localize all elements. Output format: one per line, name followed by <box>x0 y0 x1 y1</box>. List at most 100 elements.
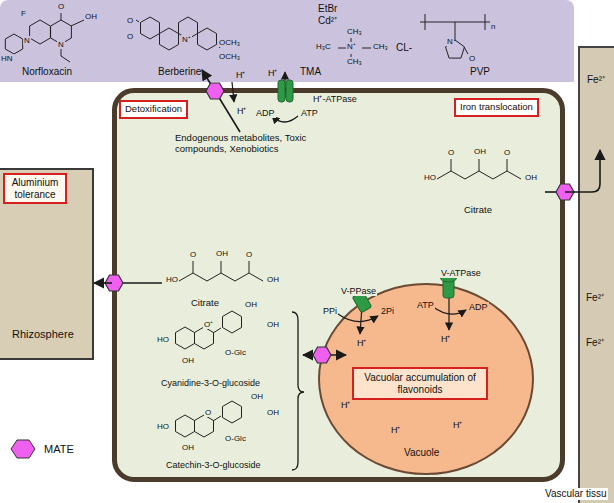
annotation-label: OH <box>84 12 98 21</box>
mate-transporters <box>206 83 224 99</box>
annotation-label: O <box>447 148 455 157</box>
molecule-structures <box>71 20 84 26</box>
annotation-label: Cyanidine-3-O-glucoside <box>160 378 261 388</box>
molecule-structures <box>425 14 426 30</box>
transport-arrows <box>292 312 304 470</box>
molecule-structures <box>223 401 242 423</box>
molecule-structures <box>5 34 22 54</box>
legend-swatch <box>8 438 38 460</box>
molecule-structures <box>221 261 222 273</box>
transport-arrows <box>202 70 240 132</box>
molecule-structures <box>61 56 70 62</box>
molecule-structures <box>179 273 263 281</box>
annotation-label: H₃C <box>315 42 332 51</box>
annotation-label: H⁺ <box>390 425 402 435</box>
annotation-label: HO <box>156 422 170 431</box>
annotation-label: F <box>20 9 27 18</box>
legend-row: MATE <box>8 438 74 460</box>
transport-arrows <box>113 70 565 470</box>
annotation-label: OCH₃ <box>218 52 241 61</box>
transport-arrow <box>565 150 600 192</box>
molecule-structures <box>160 28 179 50</box>
annotation-label: H⁺ <box>236 106 248 116</box>
annotation-label: O <box>189 250 197 259</box>
annotation-label: O <box>57 2 65 11</box>
transport-arrows <box>448 298 449 330</box>
annotation-label: Citrate <box>190 298 220 309</box>
annotation-label: CH₃ <box>346 27 363 36</box>
annotation-label: ADP <box>255 108 276 118</box>
annotation-label: Citrate <box>463 205 493 216</box>
vacuole: VacuoleVacuolar accumulation of flavonoi… <box>318 283 534 475</box>
function-box: Detoxification <box>119 100 188 119</box>
annotation-label: n <box>490 22 496 31</box>
annotation-label: O <box>126 16 134 25</box>
node-text: Rhizosphere <box>12 328 74 341</box>
function-box: Aluminium tolerance <box>3 173 67 204</box>
molecule-structures <box>195 415 214 437</box>
annotation-label: V-ATPase <box>440 268 482 278</box>
annotation-label: O <box>126 32 134 41</box>
node-text: Cd²⁺ <box>318 15 337 27</box>
annotation-label: OH <box>524 173 538 182</box>
annotation-label: HO <box>156 335 170 344</box>
annotation-label: N <box>57 40 65 49</box>
vascular-tissue: Fe²⁺Fe²⁺Fe²⁺Vascular tissu <box>578 46 614 503</box>
annotation-label: N <box>23 36 31 45</box>
transport-arrow <box>94 282 112 284</box>
annotation-label: CH₃ <box>372 42 389 51</box>
annotation-label: H⁺ <box>452 420 464 430</box>
molecule-structures <box>193 261 194 273</box>
node-text: Fe²⁺ <box>586 337 604 349</box>
annotation-label: OH <box>215 249 229 258</box>
node-text: Berberine <box>158 66 201 78</box>
annotation-label: N⁺ <box>346 42 357 51</box>
annotation-label: H⁺ <box>236 70 246 80</box>
legend-text: MATE <box>44 443 74 456</box>
annotation-label: ATP <box>300 108 319 118</box>
mate-transporters <box>105 83 574 363</box>
node-text: Detoxification <box>125 104 182 115</box>
molecule-structures <box>61 13 62 20</box>
transport-arrows <box>232 82 234 102</box>
annotation-label: N <box>446 37 454 46</box>
annotation-label: O <box>245 250 253 259</box>
node-text: EtBr <box>318 3 337 15</box>
annotation-label: OH <box>181 356 195 365</box>
molecule-structures <box>464 47 468 54</box>
molecule-structures <box>176 415 195 437</box>
annotation-label: HO <box>423 173 437 182</box>
node-text: Iron translocation <box>460 102 533 113</box>
function-box: Iron translocation <box>454 98 539 117</box>
proton-pumps <box>278 80 457 313</box>
annotation-label: H⁺ <box>440 334 452 344</box>
annotation-label: H⁺ <box>340 400 352 410</box>
molecule-structures <box>451 159 452 171</box>
annotation-label: H⁺-ATPase <box>312 94 358 104</box>
plant-cell: Endogenous metabolites, Toxic compounds,… <box>112 88 565 482</box>
molecule-structures <box>362 48 371 49</box>
annotation-label: PPi <box>322 306 338 316</box>
annotation-label: OH <box>266 408 280 417</box>
annotation-label: N⁺ <box>181 35 192 44</box>
annotation-label: O <box>468 54 476 63</box>
node-text: TMA <box>300 66 321 78</box>
annotation-label: OH <box>473 147 487 156</box>
annotation-label: H⁺ <box>268 68 278 78</box>
annotation-label: ATP <box>416 300 435 310</box>
molecule-structures <box>437 171 521 179</box>
node-text: Fe²⁺ <box>587 74 605 86</box>
annotation-label: OH <box>266 275 280 284</box>
annotation-label: ADP <box>468 302 489 312</box>
annotation-label: O-Glc <box>224 434 247 443</box>
function-box: Vacuolar accumulation of flavonoids <box>352 367 488 400</box>
node-text: Fe²⁺ <box>586 292 604 304</box>
molecule-structures <box>141 17 160 39</box>
mate-transporters <box>313 347 331 363</box>
proton-pumps <box>286 80 293 102</box>
rhizosphere: Rhizosphere Aluminium tolerance <box>0 168 94 360</box>
annotation-label: H⁺ <box>356 338 368 348</box>
node-text: Endogenous metabolites, Toxic compounds,… <box>175 133 347 155</box>
annotation-label: OCH₃ <box>218 38 241 47</box>
